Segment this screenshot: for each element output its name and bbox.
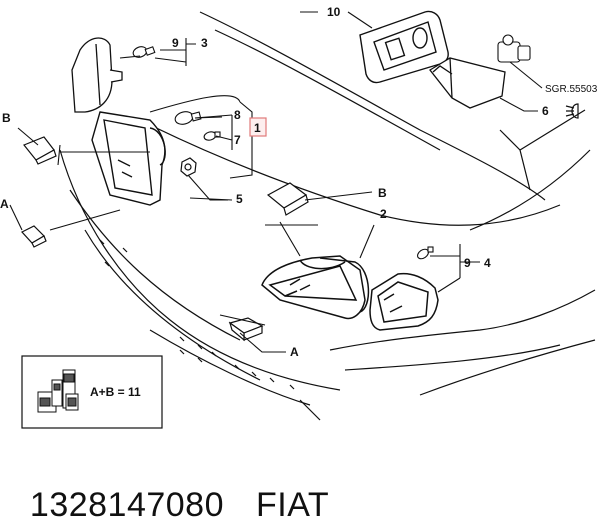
callout-1: 1: [254, 121, 261, 135]
callout-10: 10: [327, 5, 341, 19]
bulb-holder-sgr: [497, 34, 531, 63]
part-3-lamp-housing: [71, 37, 123, 113]
clip-b-left: [23, 136, 57, 165]
bumper-vents: [99, 239, 295, 390]
part-number: 1328147080: [29, 486, 224, 524]
bulb-8: [174, 111, 202, 125]
callout-6: 6: [542, 104, 549, 118]
bulb-9-top: [132, 46, 156, 58]
clip-b-middle: [266, 182, 309, 216]
callout-b-left: B: [2, 111, 11, 125]
callout-a-bottom: A: [290, 345, 299, 359]
callout-b-middle: B: [378, 186, 387, 200]
headlamp-main: [91, 111, 166, 206]
sgr-label: SGR.55503: [545, 84, 598, 95]
footer: 1328147080 FIAT: [10, 447, 329, 525]
bulb-7: [203, 131, 221, 141]
part-5-nut: [180, 157, 197, 177]
bulb-9-mid: [417, 246, 434, 260]
callout-4: 4: [484, 256, 491, 270]
callout-7: 7: [234, 133, 241, 147]
lamp-symbol-icon: [565, 103, 579, 119]
part-2-fog-lamp: [261, 255, 370, 320]
part-6-lamp-holder: [429, 57, 506, 109]
leader-lines: [9, 11, 543, 353]
callout-5: 5: [236, 192, 243, 206]
part-4-side-indicator: [369, 272, 439, 331]
callout-a-left: A: [0, 197, 9, 211]
car-body-outline: [59, 11, 596, 421]
callout-1-box: [249, 117, 267, 137]
callout-2: 2: [380, 207, 387, 221]
brand-name: FIAT: [256, 486, 330, 524]
clip-a-left: [21, 225, 47, 248]
callout-9-top: 9: [172, 36, 179, 50]
callout-9-mid: 9: [464, 256, 471, 270]
legend-box: A+B = 11: [21, 355, 163, 429]
callout-8: 8: [234, 108, 241, 122]
callout-3: 3: [201, 36, 208, 50]
kit-icon: [37, 369, 79, 413]
legend-formula: A+B = 11: [90, 385, 141, 399]
